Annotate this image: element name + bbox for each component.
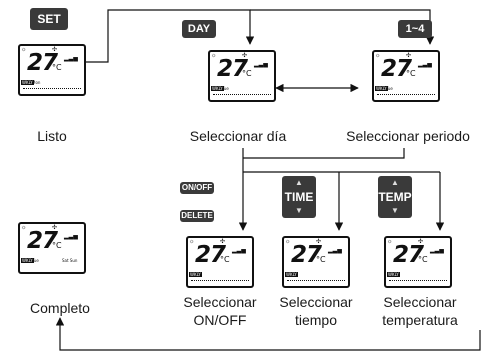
lcd-temperature: 27 [195, 242, 226, 268]
sun-snow-icon: ☼ [285, 239, 291, 245]
lcd-seleccionar-tiempo: ☼ ✣ 27 °C ▂▃▅ WKLY [282, 236, 350, 288]
delete-button[interactable]: DELETE [180, 210, 214, 222]
lcd-weekly-tag: WKLY [21, 80, 34, 85]
lcd-listo: ☼ ✣ 27 °C ▂▃▅ WKLY Mon [18, 44, 86, 96]
day-button-label: DAY [187, 23, 211, 35]
lcd-unit: °C [242, 69, 252, 78]
lcd-temperature: 27 [27, 228, 58, 254]
signal-bars-icon: ▂▃▅ [64, 56, 78, 62]
lcd-temperature: 27 [27, 50, 58, 76]
caption-onoff-line2: ON/OFF [193, 312, 247, 328]
lcd-unit: °C [316, 255, 326, 264]
fan-icon: ✣ [316, 239, 322, 245]
lcd-seleccionar-periodo: ☼ ✣ 27 °C ▂▃▅ WKLY Tue [372, 50, 440, 102]
signal-bars-icon: ▂▃▅ [64, 234, 78, 240]
connector-return [55, 317, 481, 351]
signal-bars-icon: ▂▃▅ [328, 248, 342, 254]
lcd-day-weekend: Sat Sun [62, 258, 78, 263]
lcd-unit: °C [52, 241, 62, 250]
period-button-label: 1~4 [405, 23, 425, 35]
onoff-button-label: ON/OFF [181, 183, 213, 192]
fan-icon: ✣ [242, 53, 248, 59]
triangle-down-icon: ▼ [295, 206, 303, 215]
day-button[interactable]: DAY [182, 20, 216, 38]
time-button-label: TIME [284, 190, 314, 204]
caption-temp-line1: Seleccionar [383, 294, 457, 310]
lcd-weekly-tag: WKLY [375, 86, 388, 91]
set-button[interactable]: SET [30, 8, 68, 30]
sun-snow-icon: ☼ [375, 53, 381, 59]
lcd-temperature: 27 [291, 242, 322, 268]
fan-icon: ✣ [52, 225, 58, 231]
sun-snow-icon: ☼ [21, 225, 27, 231]
lcd-seleccionar-onoff: ☼ ✣ 27 °C ▂▃▅ WKLY [186, 236, 254, 288]
triangle-up-icon: ▲ [391, 178, 399, 187]
caption-onoff-line1: Seleccionar [183, 294, 257, 310]
lcd-timeline [213, 94, 271, 95]
lcd-unit: °C [418, 255, 428, 264]
lcd-temperature: 27 [393, 242, 424, 268]
caption-seleccionar-dia: Seleccionar día [189, 128, 287, 144]
lcd-weekly-tag: WKLY [211, 86, 224, 91]
sun-snow-icon: ☼ [387, 239, 393, 245]
lcd-unit: °C [220, 255, 230, 264]
lcd-unit: °C [406, 69, 416, 78]
caption-tiempo-line1: Seleccionar [279, 294, 353, 310]
signal-bars-icon: ▂▃▅ [430, 248, 444, 254]
lcd-timeline [389, 280, 447, 281]
temp-button[interactable]: ▲ TEMP ▼ [378, 176, 412, 218]
lcd-completo: ☼ ✣ 27 °C ▂▃▅ WKLY Tue Sat Sun [18, 222, 86, 274]
temp-button-label: TEMP [378, 190, 412, 204]
lcd-timeline [23, 88, 81, 89]
caption-listo: Listo [37, 128, 67, 144]
caption-tiempo-line2: tiempo [294, 312, 338, 328]
signal-bars-icon: ▂▃▅ [254, 62, 268, 68]
set-button-label: SET [37, 12, 61, 26]
triangle-up-icon: ▲ [295, 178, 303, 187]
sun-snow-icon: ☼ [21, 47, 27, 53]
time-button[interactable]: ▲ TIME ▼ [282, 176, 316, 218]
lcd-timeline [191, 280, 249, 281]
caption-temp-line2: temperatura [382, 312, 458, 328]
lcd-temperature: 27 [381, 56, 412, 82]
sun-snow-icon: ☼ [189, 239, 195, 245]
caption-completo: Completo [30, 300, 90, 316]
connector-set-to-day [84, 9, 255, 63]
fan-icon: ✣ [220, 239, 226, 245]
fan-icon: ✣ [406, 53, 412, 59]
lcd-weekly-tag: WKLY [189, 272, 202, 277]
caption-seleccionar-periodo: Seleccionar periodo [346, 128, 470, 144]
delete-button-label: DELETE [181, 211, 213, 220]
fan-icon: ✣ [418, 239, 424, 245]
onoff-button[interactable]: ON/OFF [180, 182, 214, 194]
lcd-temperature: 27 [217, 56, 248, 82]
connector-period-down [243, 148, 405, 159]
lcd-timeline [377, 94, 435, 95]
lcd-unit: °C [52, 63, 62, 72]
lcd-timeline [287, 280, 345, 281]
lcd-seleccionar-temperatura: ☼ ✣ 27 °C ▂▃▅ WKLY [384, 236, 452, 288]
fan-icon: ✣ [52, 47, 58, 53]
sun-snow-icon: ☼ [211, 53, 217, 59]
period-button[interactable]: 1~4 [398, 20, 432, 38]
lcd-day: Tue [386, 86, 393, 91]
signal-bars-icon: ▂▃▅ [418, 62, 432, 68]
lcd-weekly-tag: WKLY [21, 258, 34, 263]
triangle-down-icon: ▼ [391, 206, 399, 215]
lcd-day: Tue [222, 86, 229, 91]
lcd-weekly-tag: WKLY [387, 272, 400, 277]
lcd-day: Mon [32, 80, 41, 85]
lcd-day: Tue [32, 258, 39, 263]
lcd-weekly-tag: WKLY [285, 272, 298, 277]
lcd-seleccionar-dia: ☼ ✣ 27 °C ▂▃▅ WKLY Tue [208, 50, 276, 102]
signal-bars-icon: ▂▃▅ [232, 248, 246, 254]
